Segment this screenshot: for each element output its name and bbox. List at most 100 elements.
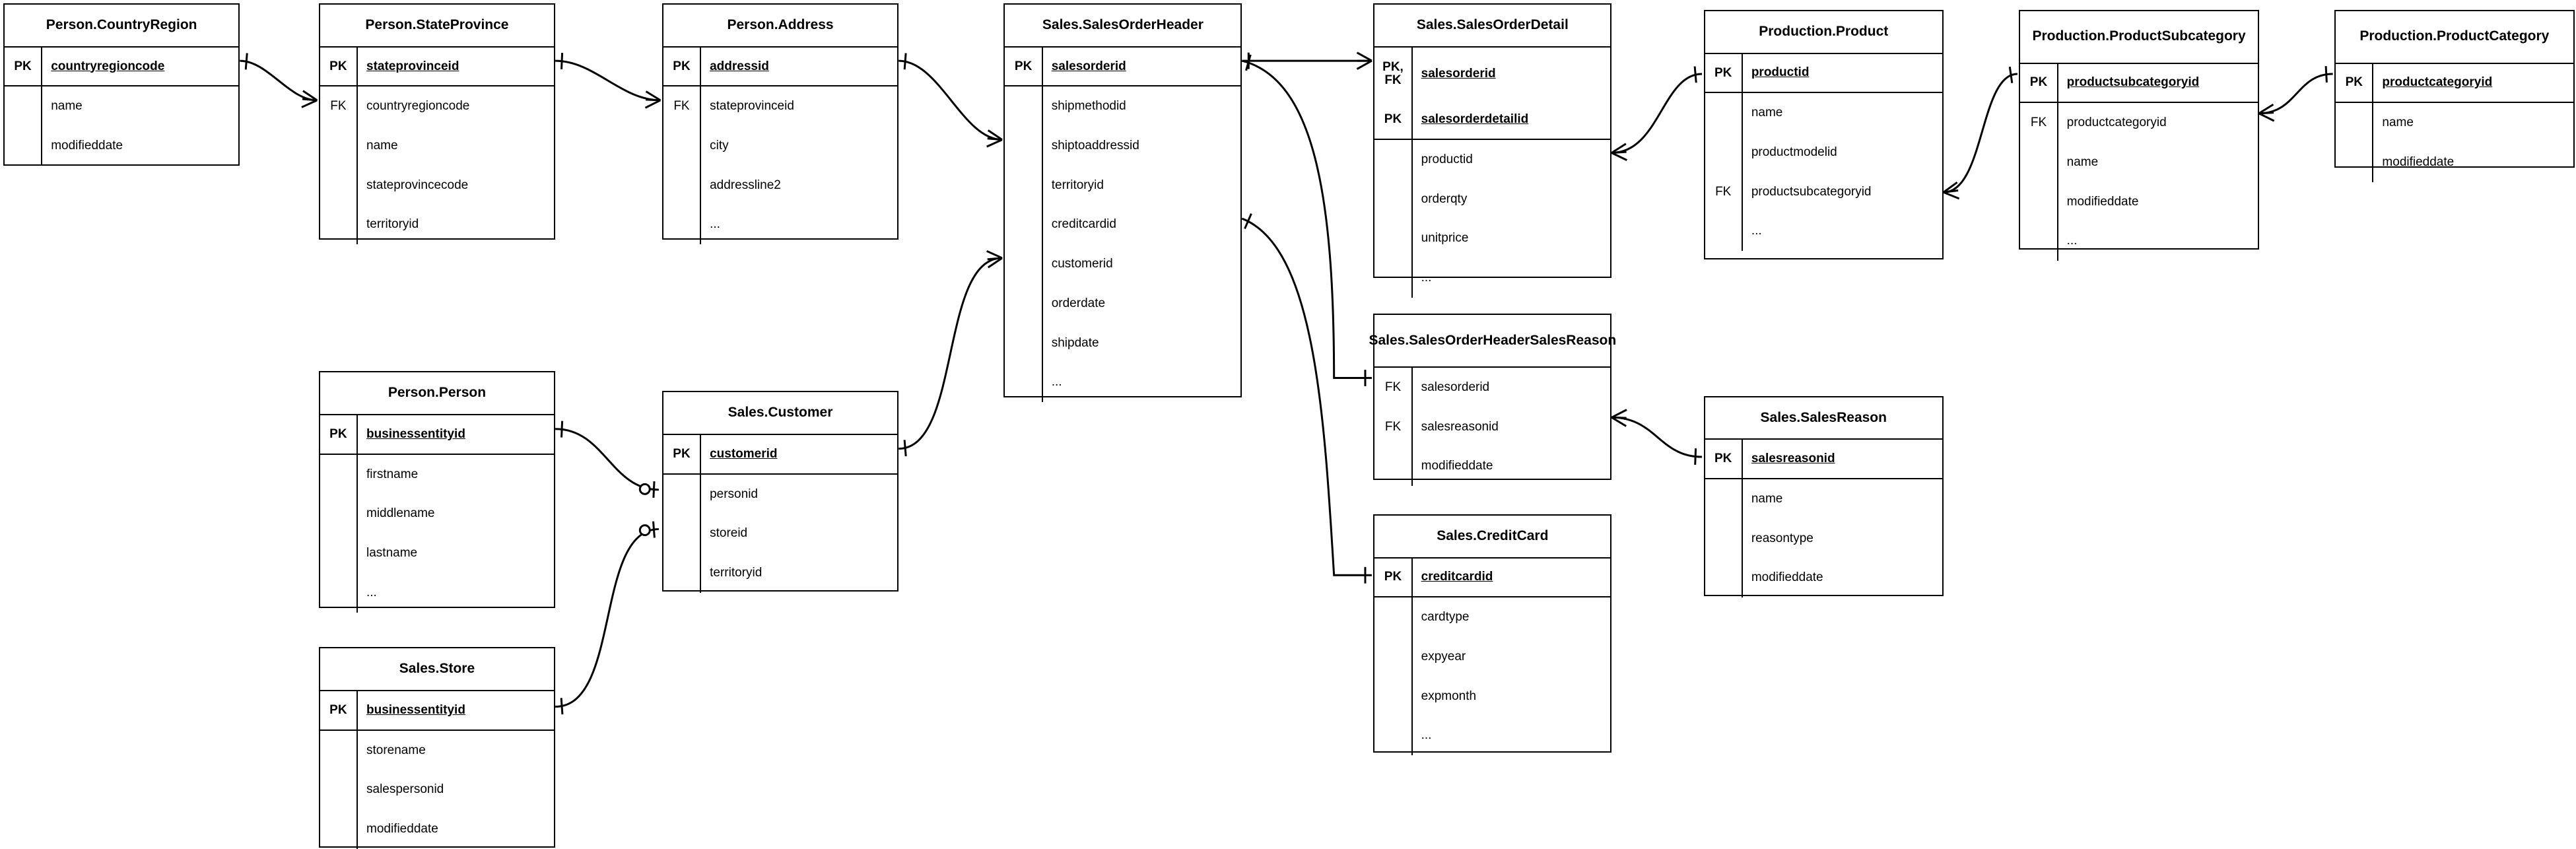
entity-title: Production.Product <box>1705 11 1942 54</box>
key-indicator: PK <box>1374 100 1413 139</box>
key-indicator: FK <box>1374 407 1413 447</box>
attribute-row[interactable]: unitprice <box>1374 219 1610 259</box>
attribute-row[interactable]: shipmethodid <box>1005 86 1240 127</box>
entity-title-line: Sales.SalesOrder <box>1369 332 1483 348</box>
attribute-row[interactable]: customerid <box>1005 244 1240 284</box>
attribute-row[interactable]: city <box>663 126 897 166</box>
attribute-row[interactable]: name <box>1705 479 1942 519</box>
attribute-row[interactable]: shiptoaddressid <box>1005 126 1240 166</box>
attribute-row[interactable]: ... <box>1705 211 1942 252</box>
attribute-row[interactable]: ... <box>1005 362 1240 403</box>
attribute-row[interactable]: middlename <box>320 494 554 534</box>
attribute-row[interactable]: personid <box>663 474 897 514</box>
attribute-row[interactable]: territoryid <box>320 205 554 245</box>
attribute-row[interactable]: FK productsubcategoryid <box>1705 172 1942 212</box>
attribute-row[interactable]: name <box>2336 103 2573 143</box>
attribute-row[interactable]: modifieddate <box>5 126 238 166</box>
attribute-row[interactable]: stateprovincecode <box>320 165 554 205</box>
key-indicator: FK <box>1705 172 1743 212</box>
key-indicator <box>1374 597 1413 638</box>
attribute-row[interactable]: firstname <box>320 454 554 494</box>
attribute-name: expmonth <box>1421 689 1477 703</box>
attribute-name: name <box>366 138 398 153</box>
attribute-row[interactable]: modifieddate <box>2020 182 2257 222</box>
attribute-row[interactable]: productid <box>1374 140 1610 180</box>
attribute-name: countryregioncode <box>366 99 470 114</box>
attribute-row[interactable]: territoryid <box>663 553 897 593</box>
attribute-row[interactable]: modifieddate <box>1374 446 1610 487</box>
attribute-row[interactable]: shipdate <box>1005 323 1240 363</box>
attribute-row[interactable]: FK salesreasonid <box>1374 407 1610 447</box>
attribute-row[interactable]: salespersonid <box>320 770 554 810</box>
attribute-row[interactable]: reasontype <box>1705 518 1942 559</box>
attribute-name: name <box>1751 491 1783 506</box>
attribute-name: territoryid <box>366 217 419 232</box>
attribute-row[interactable]: ... <box>1374 258 1610 298</box>
attribute-row[interactable]: name <box>1705 93 1942 133</box>
attribute-row[interactable]: expmonth <box>1374 676 1610 716</box>
attribute-name: territoryid <box>710 565 763 580</box>
attribute-name: territoryid <box>1051 178 1104 192</box>
attribute-row[interactable]: name <box>320 126 554 166</box>
attribute-name: salesreasonid <box>1421 419 1499 434</box>
attribute-row[interactable]: storeid <box>663 514 897 554</box>
attribute-row[interactable]: territoryid <box>1005 165 1240 205</box>
attribute-row[interactable]: productmodelid <box>1705 133 1942 172</box>
attribute-row[interactable]: orderqty <box>1374 179 1610 219</box>
attribute-row[interactable]: lastname <box>320 533 554 573</box>
attribute-row[interactable]: expyear <box>1374 637 1610 677</box>
attribute-row[interactable]: ... <box>1374 716 1610 756</box>
attribute-row[interactable]: modifieddate <box>2336 142 2573 182</box>
attribute-row[interactable]: storename <box>320 730 554 770</box>
attribute-name: ... <box>1751 224 1762 238</box>
attribute-row[interactable]: orderdate <box>1005 283 1240 323</box>
attribute-row[interactable]: cardtype <box>1374 597 1610 638</box>
attribute-row[interactable]: name <box>2020 142 2257 182</box>
attribute-name: productsubcategoryid <box>1751 184 1872 199</box>
attribute-row[interactable]: modifieddate <box>1705 558 1942 598</box>
attribute-row[interactable]: modifieddate <box>320 809 554 849</box>
attribute-row[interactable]: addressline2 <box>663 165 897 205</box>
attribute-row[interactable]: name <box>5 86 238 127</box>
attribute-row[interactable]: ... <box>663 205 897 245</box>
attribute-row[interactable]: creditcardid <box>1005 205 1240 245</box>
attribute-name: shipmethodid <box>1051 99 1126 114</box>
attribute-row[interactable]: ... <box>320 572 554 613</box>
entity-title-line: HeaderSalesReason <box>1483 332 1617 348</box>
attribute-name: modifieddate <box>2066 194 2139 209</box>
attribute-row[interactable]: ... <box>2020 221 2257 261</box>
